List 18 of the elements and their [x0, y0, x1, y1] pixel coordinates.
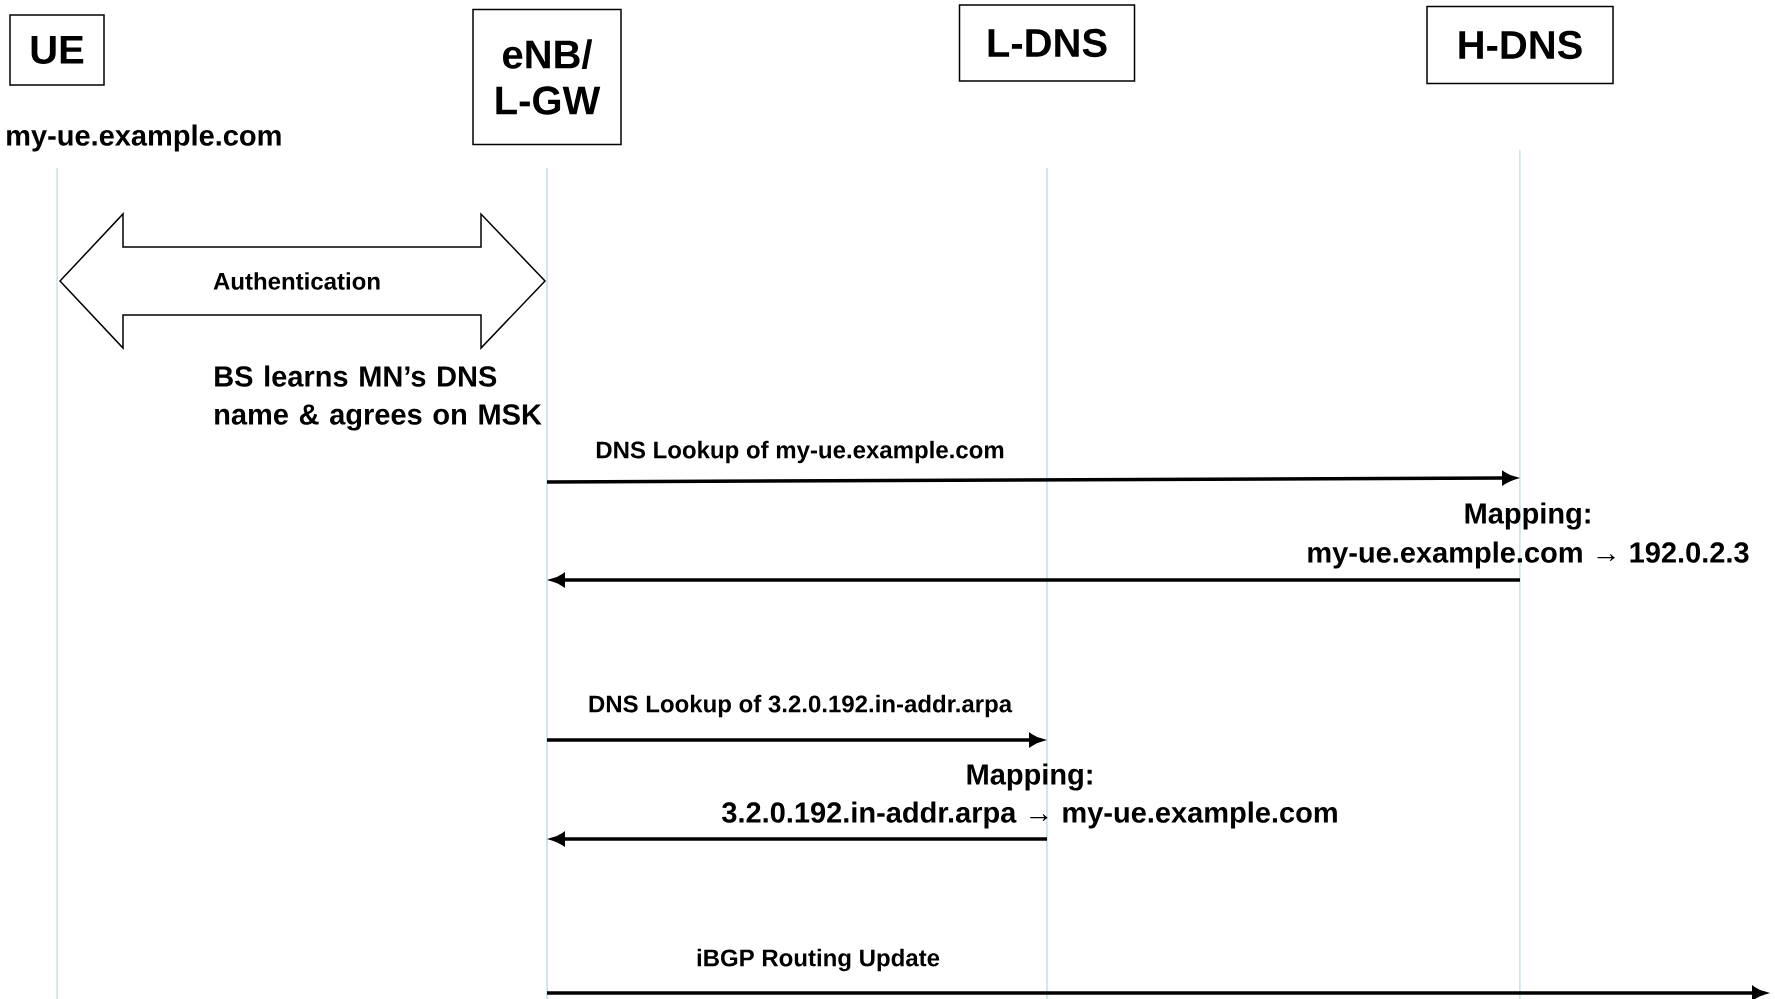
message-label: Authentication: [211, 270, 383, 292]
note-text: 3.2.0.192.in-addr.arpa → my-ue.example.com: [722, 801, 1337, 829]
participant-box: UE: [9, 14, 105, 86]
message-label: DNS Lookup of 3.2.0.192.in-addr.arpa: [585, 692, 1015, 720]
participant-box: H-DNS: [1426, 5, 1614, 85]
message-label: iBGP Routing Update: [694, 946, 942, 974]
lifeline: [1046, 168, 1048, 999]
note-text: Mapping:: [967, 763, 1092, 791]
note-text: Mapping:: [1465, 502, 1590, 530]
participant-box: eNB/ L-GW: [472, 8, 622, 146]
participant-box: L-DNS: [958, 4, 1136, 82]
lifeline: [1519, 150, 1521, 999]
message-label: DNS Lookup of my-ue.example.com: [593, 438, 1007, 466]
note-text: my-ue.example.com → 192.0.2.3: [1308, 541, 1749, 569]
lifeline: [546, 168, 548, 999]
lifeline: [56, 168, 58, 999]
note-text: my-ue.example.com: [7, 124, 281, 152]
note-text: BS learns MN’s DNS name & agrees on MSK: [215, 365, 542, 431]
